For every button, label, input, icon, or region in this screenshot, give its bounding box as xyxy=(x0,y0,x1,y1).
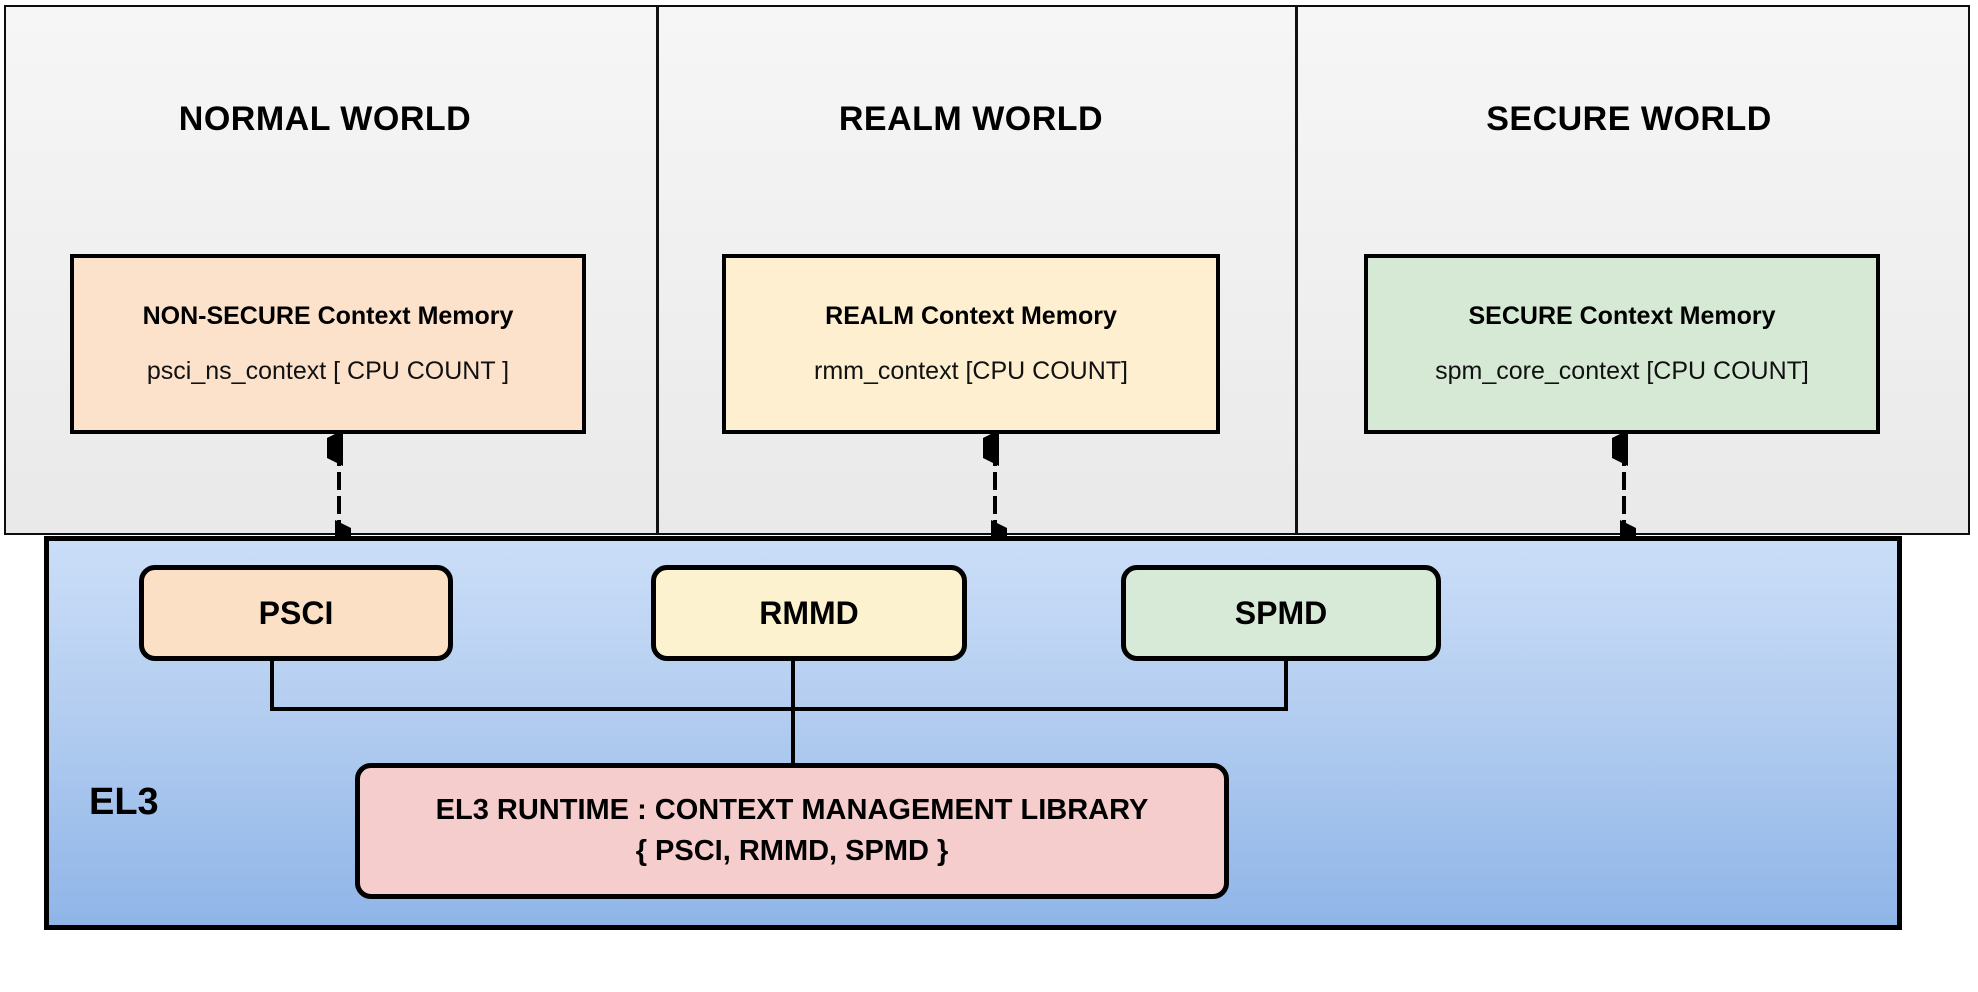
dashed-bidirectional-arrow-psci xyxy=(327,434,351,552)
dashed-bidirectional-arrow-spmd xyxy=(1612,434,1636,552)
world-title-realm: REALM WORLD xyxy=(838,100,1104,138)
connector-psci-stem xyxy=(270,659,274,711)
el3-label: EL3 xyxy=(89,781,159,823)
dispatcher-label-rmmd: RMMD xyxy=(759,594,859,631)
world-title-secure: SECURE WORLD xyxy=(1486,100,1772,138)
context-memory-subtitle-non-secure: psci_ns_context [ CPU COUNT ] xyxy=(146,357,510,385)
connector-bus xyxy=(270,707,1288,711)
connector-rmmd-stem xyxy=(791,659,795,767)
context-memory-subtitle-secure: spm_core_context [CPU COUNT] xyxy=(1435,357,1809,385)
context-memory-subtitle-realm: rmm_context [CPU COUNT] xyxy=(814,357,1128,385)
dispatcher-label-spmd: SPMD xyxy=(1234,594,1328,631)
context-memory-box-non-secure: NON-SECURE Context Memory psci_ns_contex… xyxy=(70,254,586,434)
context-memory-title-non-secure: NON-SECURE Context Memory xyxy=(142,302,514,330)
context-memory-box-realm: REALM Context Memory rmm_context [CPU CO… xyxy=(722,254,1220,434)
el3-panel: EL3 PSCI RMMD SPMD EL3 RUNTIME : CONTEXT… xyxy=(44,536,1902,930)
connector-spmd-stem xyxy=(1284,659,1288,711)
dispatcher-box-psci: PSCI xyxy=(139,565,453,661)
context-memory-box-secure: SECURE Context Memory spm_core_context [… xyxy=(1364,254,1880,434)
world-divider-realm-secure xyxy=(1295,7,1298,533)
el3-runtime-library-title: EL3 RUNTIME : CONTEXT MANAGEMENT LIBRARY xyxy=(435,794,1149,826)
world-title-normal: NORMAL WORLD xyxy=(178,100,472,138)
context-memory-title-secure: SECURE Context Memory xyxy=(1468,302,1776,330)
dashed-bidirectional-arrow-rmmd xyxy=(983,434,1007,552)
dispatcher-label-psci: PSCI xyxy=(258,594,334,631)
el3-runtime-library-members: { PSCI, RMMD, SPMD } xyxy=(635,835,949,867)
dispatcher-box-rmmd: RMMD xyxy=(651,565,967,661)
el3-runtime-library-box: EL3 RUNTIME : CONTEXT MANAGEMENT LIBRARY… xyxy=(355,763,1229,899)
world-divider-normal-realm xyxy=(656,7,659,533)
dispatcher-box-spmd: SPMD xyxy=(1121,565,1441,661)
context-memory-title-realm: REALM Context Memory xyxy=(825,302,1117,330)
